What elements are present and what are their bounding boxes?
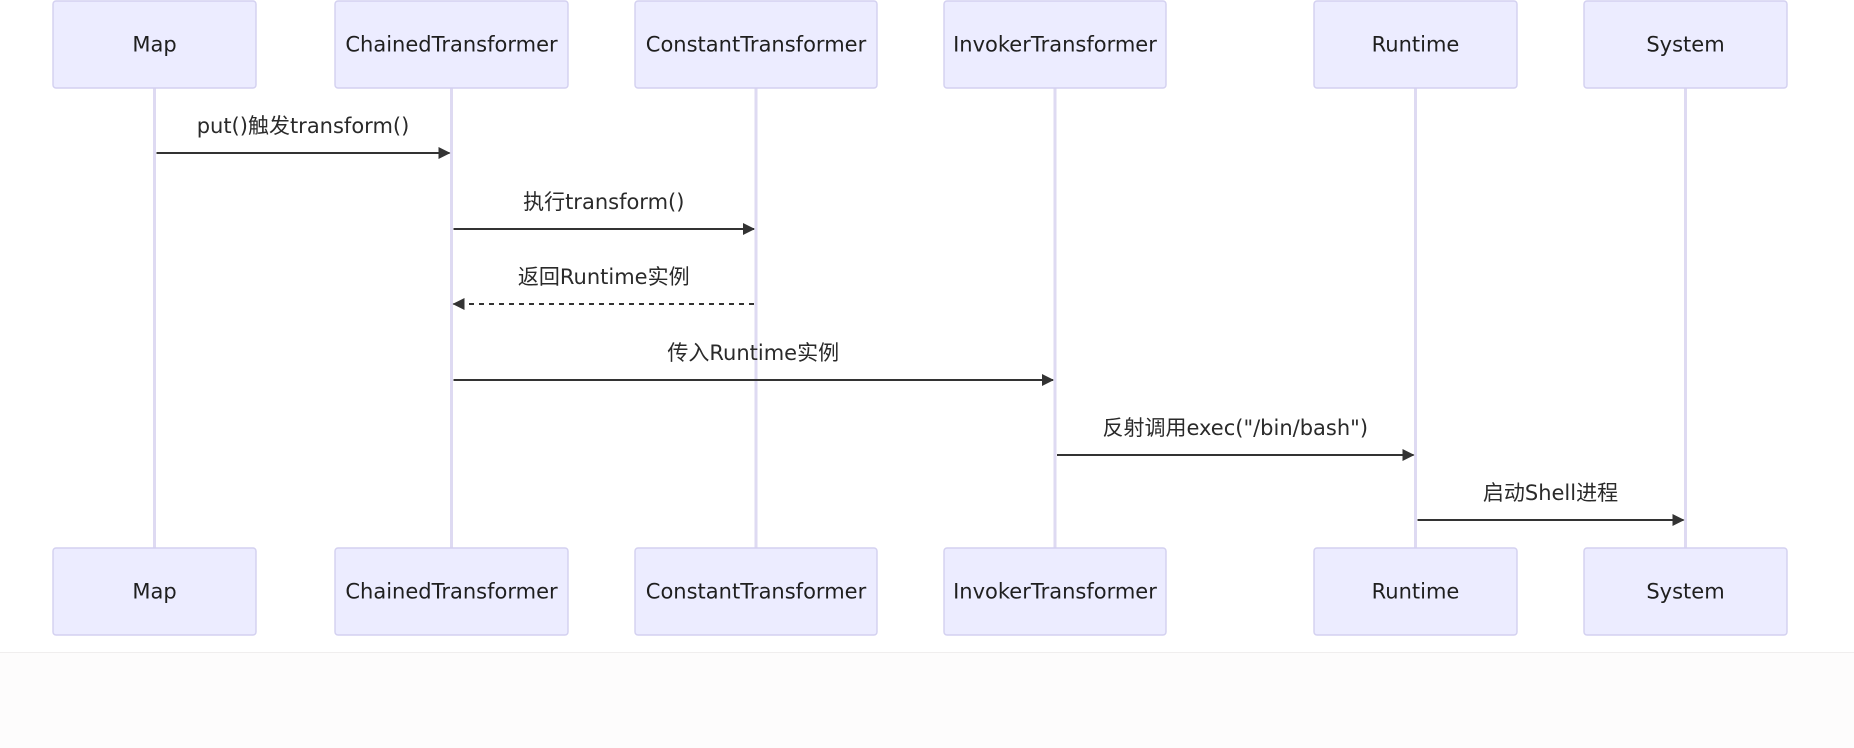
actor-label: InvokerTransformer	[953, 33, 1157, 57]
actor-map-bottom: Map	[52, 547, 257, 636]
actor-box	[634, 547, 878, 636]
actor-box	[52, 547, 257, 636]
actor-box	[334, 547, 569, 636]
actor-box	[52, 0, 257, 89]
actor-box	[943, 547, 1167, 636]
actor-chained-top: ChainedTransformer	[334, 0, 569, 89]
actor-box	[1583, 0, 1788, 89]
actor-label: System	[1646, 33, 1724, 57]
actor-label: ChainedTransformer	[345, 580, 558, 604]
actor-box	[1583, 547, 1788, 636]
actor-label: Runtime	[1372, 580, 1460, 604]
actor-label: InvokerTransformer	[953, 580, 1157, 604]
actor-runtime-top: Runtime	[1313, 0, 1518, 89]
message-4: 传入Runtime实例	[453, 341, 1054, 386]
actor-runtime-bottom: Runtime	[1313, 547, 1518, 636]
actor-box	[1313, 547, 1518, 636]
actor-label: ConstantTransformer	[646, 580, 867, 604]
actor-system-top: System	[1583, 0, 1788, 89]
actor-constant-top: ConstantTransformer	[634, 0, 878, 89]
actor-box	[634, 0, 878, 89]
message-2: 执行transform()	[453, 190, 755, 235]
message-label: 启动Shell进程	[1483, 481, 1618, 505]
message-label: put()触发transform()	[197, 114, 410, 138]
message-1: put()触发transform()	[156, 114, 451, 159]
actor-label: Runtime	[1372, 33, 1460, 57]
actor-box	[943, 0, 1167, 89]
message-5: 反射调用exec("/bin/bash")	[1057, 416, 1415, 461]
actor-invoker-top: InvokerTransformer	[943, 0, 1167, 89]
message-3: 返回Runtime实例	[452, 265, 754, 310]
message-label: 执行transform()	[523, 190, 684, 214]
diagram-panel	[0, 652, 1854, 653]
actor-system-bottom: System	[1583, 547, 1788, 636]
actor-box	[1313, 0, 1518, 89]
actor-label: ChainedTransformer	[345, 33, 558, 57]
message-label: 反射调用exec("/bin/bash")	[1102, 416, 1368, 440]
message-label: 传入Runtime实例	[667, 341, 839, 365]
message-6: 启动Shell进程	[1417, 481, 1685, 526]
message-label: 返回Runtime实例	[518, 265, 690, 289]
actor-invoker-bottom: InvokerTransformer	[943, 547, 1167, 636]
actor-chained-bottom: ChainedTransformer	[334, 547, 569, 636]
actor-map-top: Map	[52, 0, 257, 89]
actor-label: Map	[132, 580, 176, 604]
actor-constant-bottom: ConstantTransformer	[634, 547, 878, 636]
actor-label: System	[1646, 580, 1724, 604]
actor-box	[334, 0, 569, 89]
actor-label: Map	[132, 33, 176, 57]
actor-label: ConstantTransformer	[646, 33, 867, 57]
